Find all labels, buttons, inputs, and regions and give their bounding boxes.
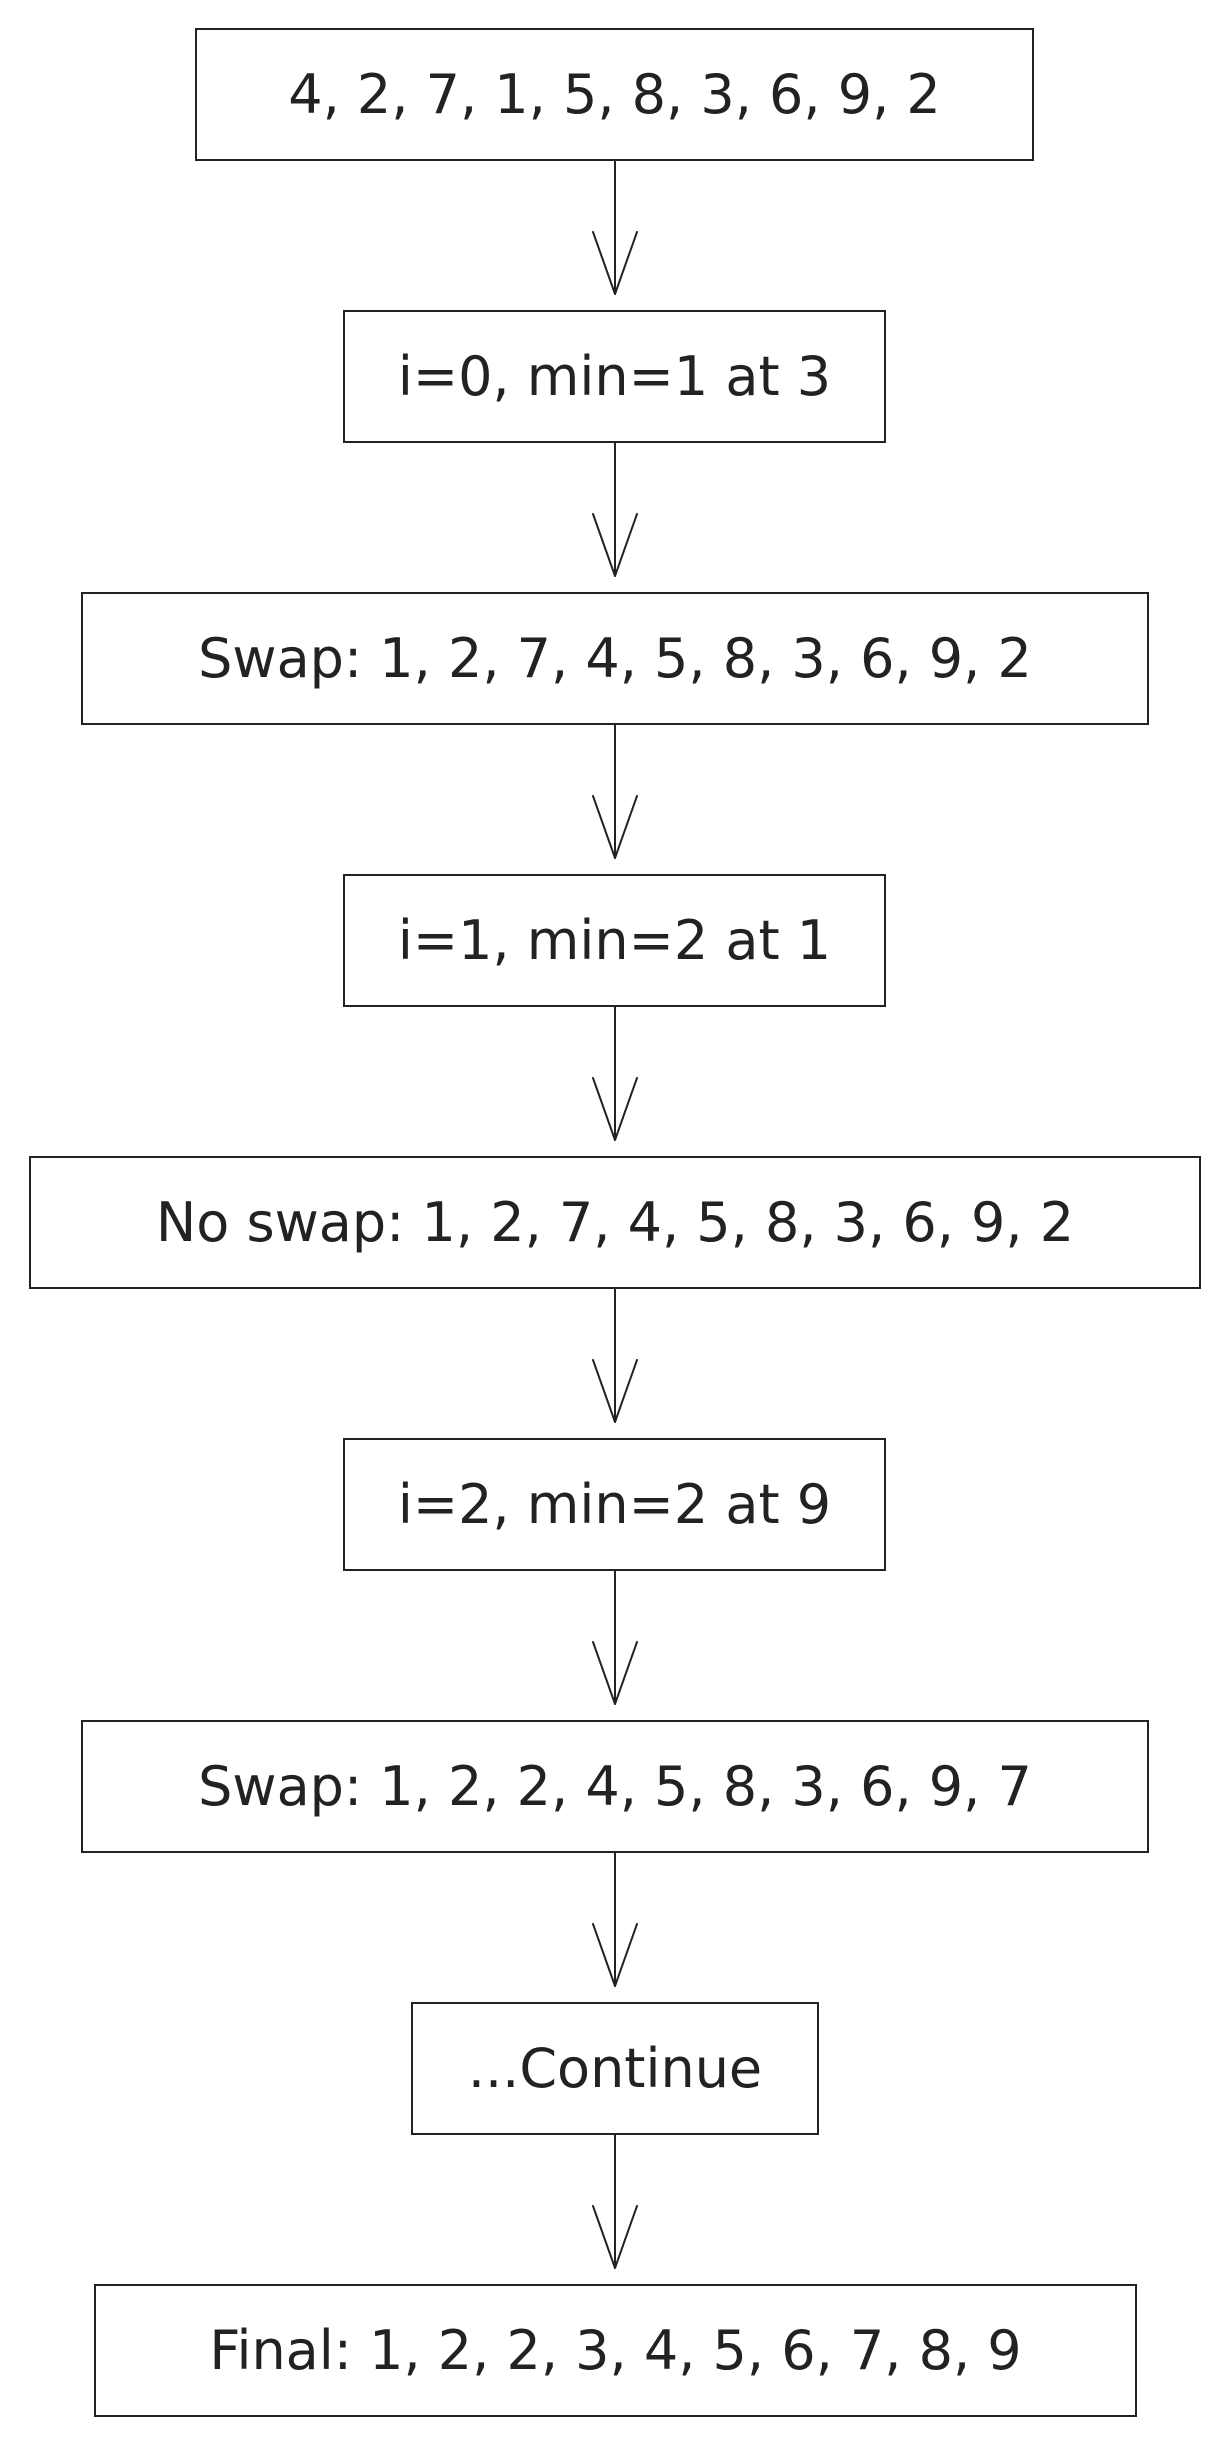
arrow-0-1 xyxy=(592,160,638,295)
arrow-4-5 xyxy=(592,1288,638,1423)
arrow-7-8 xyxy=(592,2134,638,2269)
arrow-1-2 xyxy=(592,442,638,577)
arrow-6-7 xyxy=(592,1852,638,1987)
step-i1-node: i=1, min=2 at 1 xyxy=(343,874,886,1007)
continue-node: ...Continue xyxy=(411,2002,819,2135)
arrow-3-4 xyxy=(592,1006,638,1141)
swap-1-node: Swap: 1, 2, 7, 4, 5, 8, 3, 6, 9, 2 xyxy=(81,592,1149,725)
no-swap-label: No swap: 1, 2, 7, 4, 5, 8, 3, 6, 9, 2 xyxy=(155,1190,1075,1254)
step-i2-node: i=2, min=2 at 9 xyxy=(343,1438,886,1571)
initial-array-label: 4, 2, 7, 1, 5, 8, 3, 6, 9, 2 xyxy=(288,62,941,126)
initial-array-node: 4, 2, 7, 1, 5, 8, 3, 6, 9, 2 xyxy=(195,28,1034,161)
swap-2-label: Swap: 1, 2, 2, 4, 5, 8, 3, 6, 9, 7 xyxy=(198,1754,1032,1818)
step-i0-label: i=0, min=1 at 3 xyxy=(397,344,832,408)
final-array-label: Final: 1, 2, 2, 3, 4, 5, 6, 7, 8, 9 xyxy=(209,2318,1022,2382)
no-swap-node: No swap: 1, 2, 7, 4, 5, 8, 3, 6, 9, 2 xyxy=(29,1156,1201,1289)
swap-2-node: Swap: 1, 2, 2, 4, 5, 8, 3, 6, 9, 7 xyxy=(81,1720,1149,1853)
continue-label: ...Continue xyxy=(467,2036,763,2100)
step-i0-node: i=0, min=1 at 3 xyxy=(343,310,886,443)
arrow-5-6 xyxy=(592,1570,638,1705)
swap-1-label: Swap: 1, 2, 7, 4, 5, 8, 3, 6, 9, 2 xyxy=(198,626,1032,690)
arrow-2-3 xyxy=(592,724,638,859)
step-i2-label: i=2, min=2 at 9 xyxy=(397,1472,832,1536)
step-i1-label: i=1, min=2 at 1 xyxy=(397,908,832,972)
final-array-node: Final: 1, 2, 2, 3, 4, 5, 6, 7, 8, 9 xyxy=(94,2284,1137,2417)
